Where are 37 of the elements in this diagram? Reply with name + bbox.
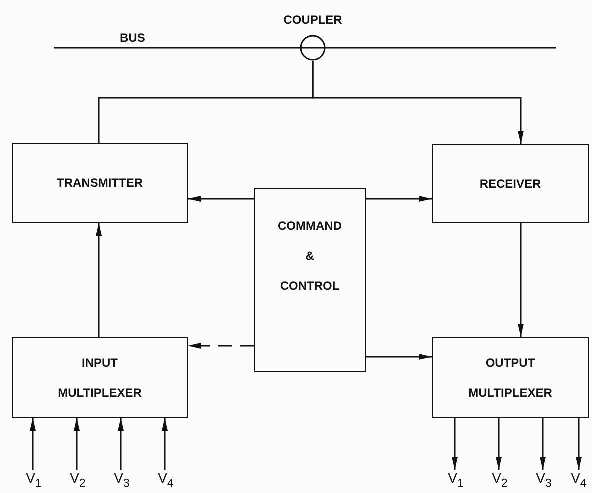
- signal-label: V$_{1}$: [23, 470, 45, 490]
- arrow: [366, 196, 432, 202]
- signal-label: V$_{2}$: [67, 470, 89, 490]
- signal-label: V$_{2}$: [489, 470, 511, 490]
- signal-label: V$_{3}$: [111, 470, 133, 490]
- arrow: [30, 418, 36, 470]
- signal-label: V$_{4}$: [568, 470, 590, 490]
- arrow: [118, 418, 124, 470]
- signal-label: V$_{4}$: [155, 470, 177, 490]
- signal-label: V$_{1}$: [445, 470, 467, 490]
- block-box: [254, 188, 366, 372]
- arrow: [96, 223, 102, 337]
- arrow: [576, 418, 582, 470]
- signal-label: V$_{3}$: [533, 470, 555, 490]
- arrow: [518, 223, 524, 337]
- arrow: [496, 418, 502, 470]
- block-label: COMMAND: [278, 219, 342, 233]
- block-label: INPUT MULTIPLEXER: [57, 354, 143, 402]
- arrow: [540, 418, 546, 470]
- arrow: [188, 343, 254, 349]
- arrow: [188, 196, 254, 202]
- block-label: OUTPUT MULTIPLEXER: [468, 354, 554, 402]
- arrow: [74, 418, 80, 470]
- bus-label: BUS: [120, 31, 146, 45]
- block-box: [432, 337, 589, 418]
- block-box: [12, 337, 188, 418]
- block-box: [12, 143, 188, 223]
- arrow: [162, 418, 168, 470]
- block-label: CONTROL: [280, 279, 340, 293]
- block-box: [432, 144, 589, 223]
- arrow: [312, 61, 524, 144]
- block-label: &: [306, 249, 314, 263]
- block-label: TRANSMITTER: [56, 175, 144, 192]
- block-label: RECEIVER: [478, 176, 542, 192]
- arrow: [452, 418, 458, 470]
- arrow: [366, 354, 432, 360]
- coupler-label: COUPLER: [284, 13, 342, 27]
